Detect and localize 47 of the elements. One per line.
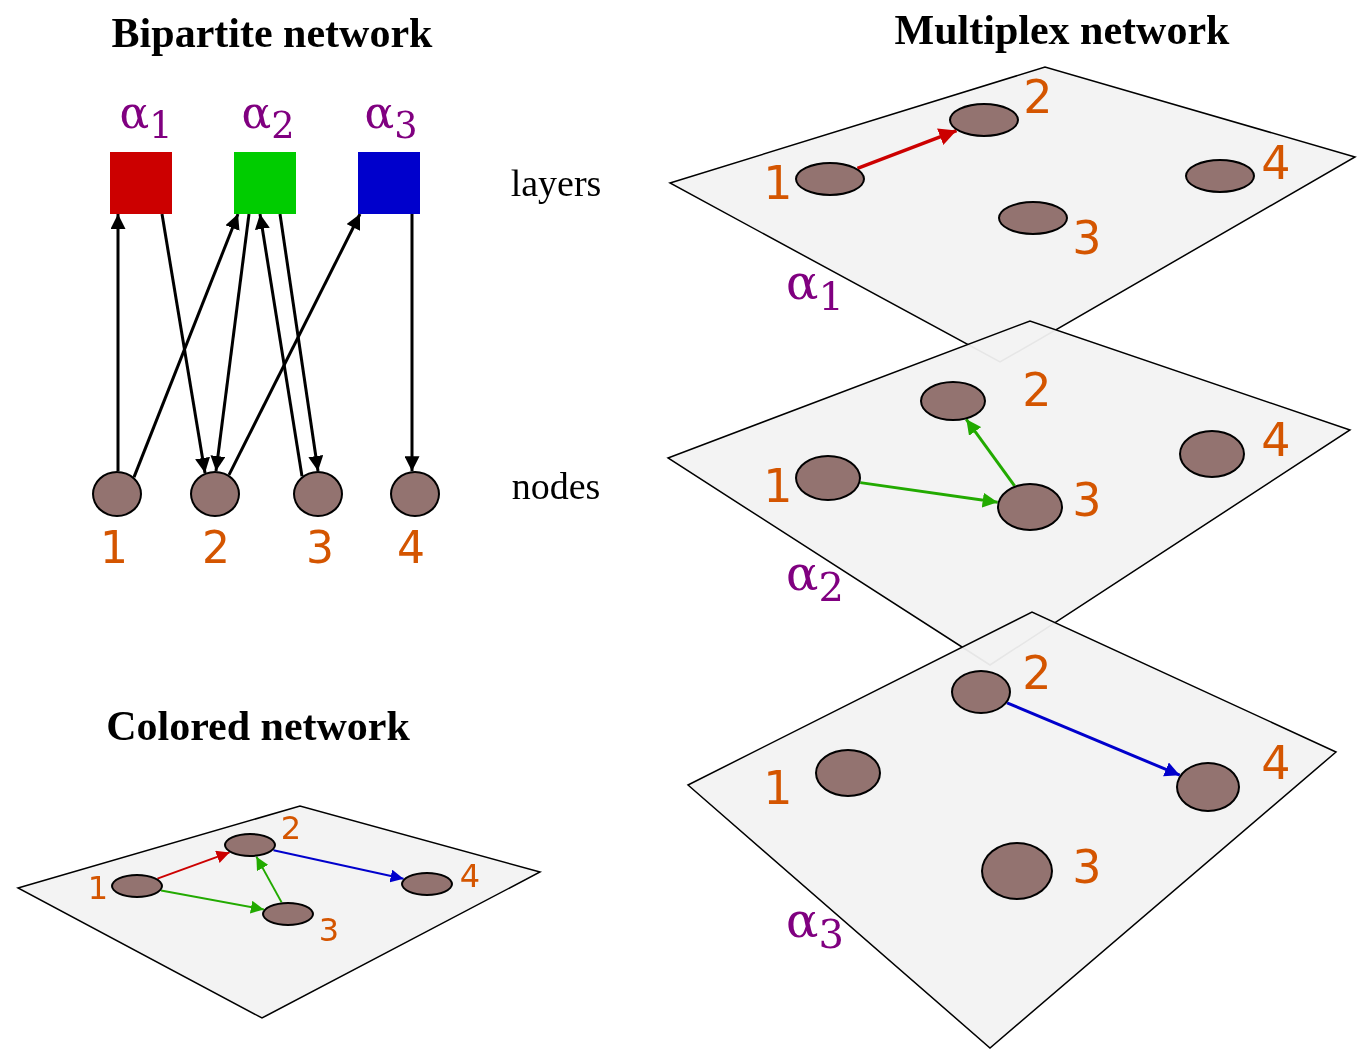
arrow: [965, 418, 1016, 487]
panel-title: Multiplex network: [894, 9, 1230, 51]
arrow: [110, 214, 126, 471]
arrow: [856, 128, 958, 171]
node-number: 2: [280, 812, 302, 844]
node-number: 2: [202, 526, 230, 570]
panel-title: Colored network: [106, 705, 410, 747]
node-number: 1: [763, 160, 793, 206]
node-number: 4: [1261, 140, 1291, 186]
node-number: 2: [1022, 367, 1052, 413]
node-number: 3: [1072, 215, 1102, 261]
arrow: [227, 213, 362, 476]
layer-label: α$_{3}$: [364, 91, 418, 145]
node-number: 1: [100, 526, 128, 570]
arrow: [1006, 701, 1181, 777]
row-label: nodes: [511, 467, 601, 505]
arrow: [160, 889, 265, 914]
node-number: 3: [318, 914, 340, 946]
node-number: 2: [1023, 74, 1053, 120]
node-number: 4: [1261, 417, 1291, 463]
arrow: [255, 855, 283, 904]
arrow: [156, 850, 231, 880]
node-number: 3: [1072, 844, 1102, 890]
layer-label: α$_{2}$: [786, 549, 844, 607]
arrow: [210, 213, 251, 472]
arrow: [278, 213, 324, 472]
layer-label: α$_{3}$: [786, 896, 844, 954]
layer-label: α$_{2}$: [241, 91, 295, 145]
node-number: 4: [397, 526, 425, 570]
node-number: 3: [306, 526, 334, 570]
node-number: 4: [1261, 740, 1291, 786]
layer-label: α$_{1}$: [119, 91, 173, 145]
arrow: [160, 213, 210, 474]
arrow: [254, 213, 304, 477]
arrow: [404, 214, 420, 472]
node-number: 2: [1022, 650, 1052, 696]
panel-title: Bipartite network: [111, 12, 433, 54]
arrow: [272, 849, 405, 883]
node-number: 1: [763, 765, 793, 811]
layer-label: α$_{1}$: [786, 258, 844, 316]
node-number: 1: [763, 463, 793, 509]
node-number: 3: [1072, 477, 1102, 523]
node-number: 4: [459, 860, 481, 892]
row-label: layers: [510, 164, 602, 202]
arrow: [132, 213, 240, 478]
arrow: [860, 481, 998, 508]
node-number: 1: [87, 872, 109, 904]
